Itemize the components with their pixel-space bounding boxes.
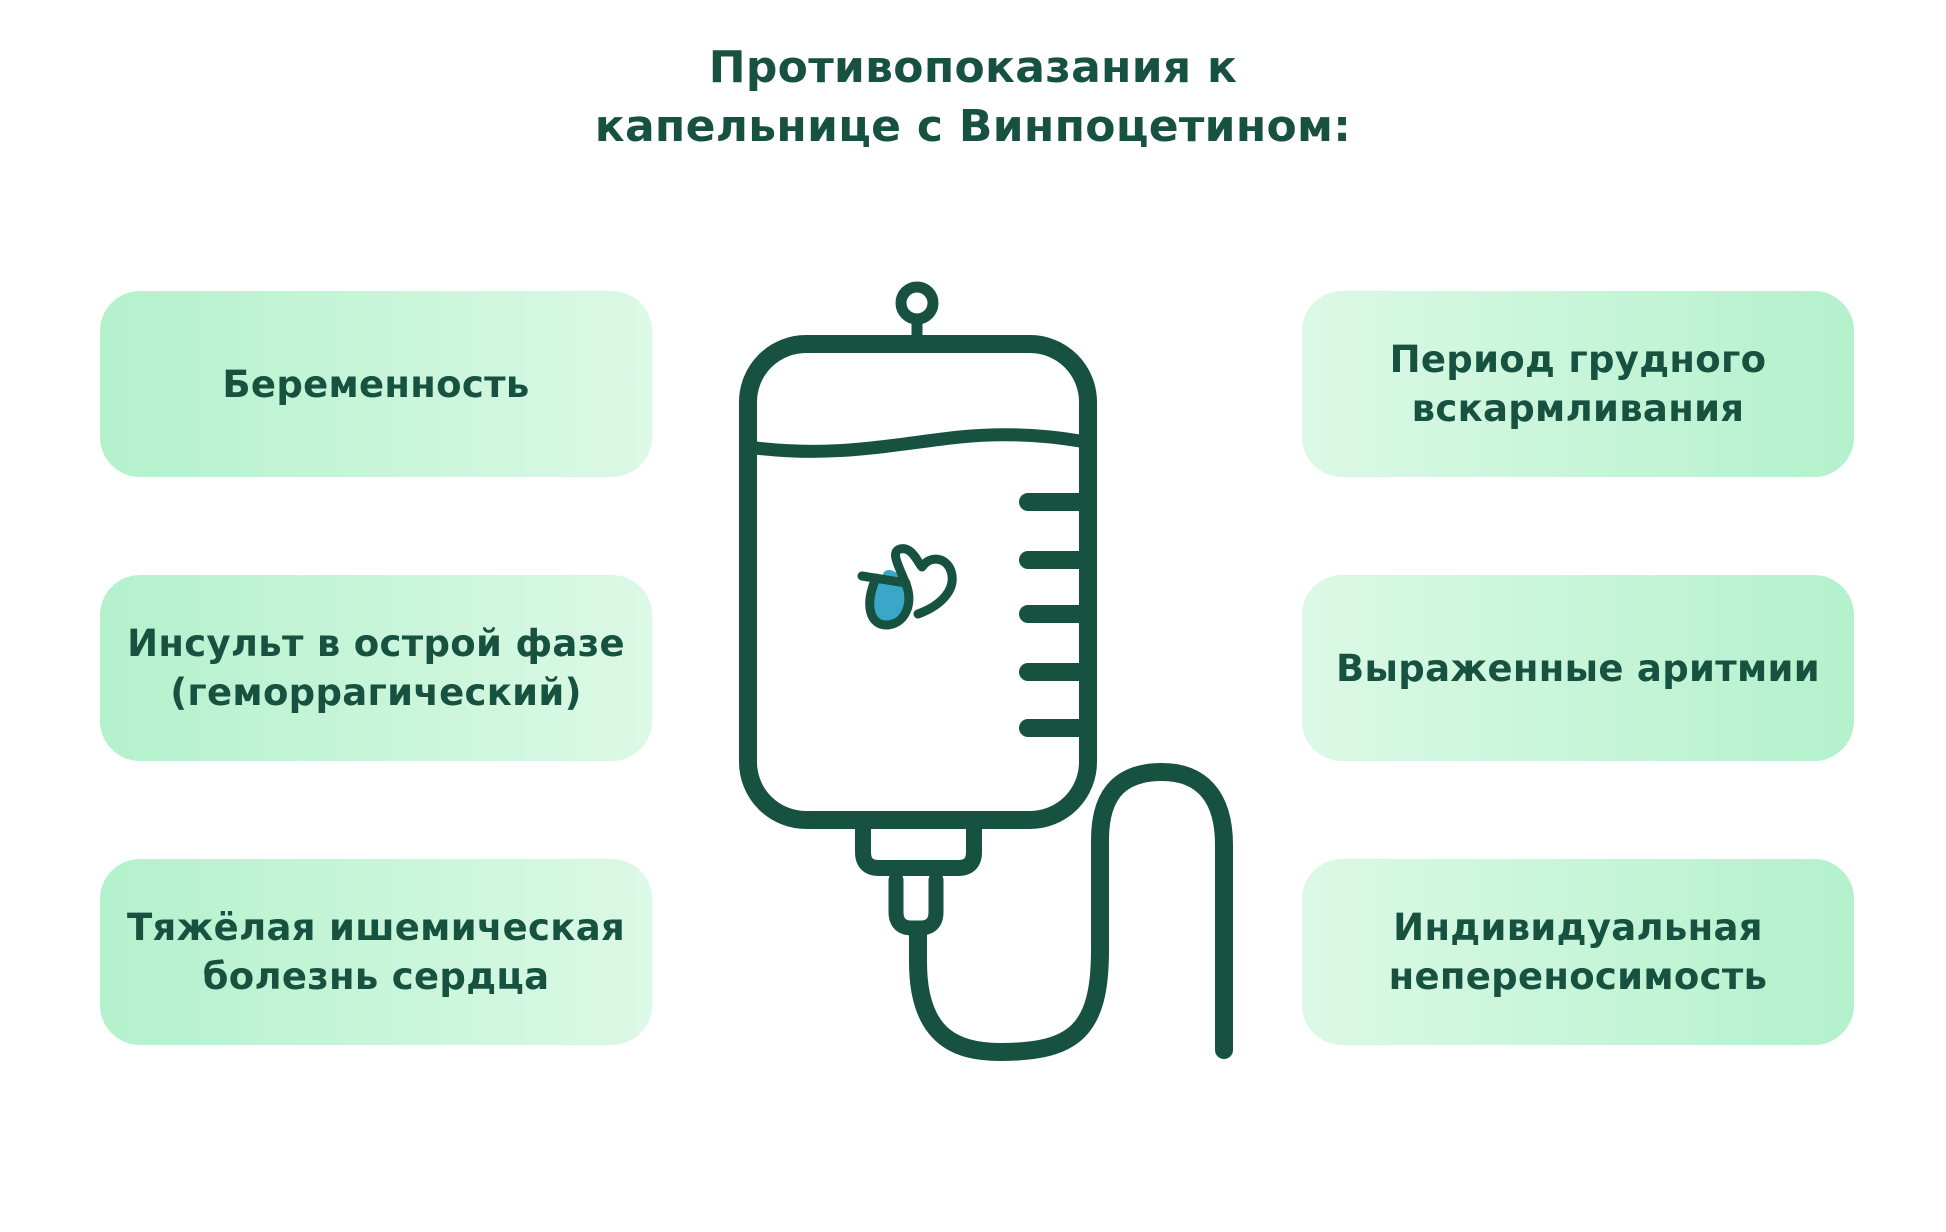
card-text: Индивидуальная непереносимость bbox=[1389, 903, 1768, 1001]
contraindication-card-intolerance: Индивидуальная непереносимость bbox=[1302, 859, 1854, 1045]
card-text-line: Индивидуальная bbox=[1393, 906, 1763, 949]
page-title-line-2: капельнице с Винпоцетином: bbox=[594, 101, 1352, 152]
card-text: Период грудного вскармливания bbox=[1390, 335, 1767, 433]
outlet-port bbox=[855, 814, 982, 876]
card-text: Выраженные аритмии bbox=[1336, 644, 1820, 693]
contraindication-card-breastfeeding: Период грудного вскармливания bbox=[1302, 291, 1854, 477]
page-title: Противопоказания к капельнице с Винпоцет… bbox=[0, 38, 1946, 156]
card-text-line: непереносимость bbox=[1388, 955, 1768, 998]
card-text-line: Инсульт в острой фазе bbox=[127, 622, 625, 665]
card-text-line: Тяжёлая ишемическая bbox=[126, 906, 626, 949]
card-text-line: Выраженные аритмии bbox=[1336, 646, 1820, 690]
card-text: Инсульт в острой фазе (геморрагический) bbox=[127, 619, 625, 717]
iv-tube bbox=[909, 763, 1233, 1061]
card-text-line: Беременность bbox=[222, 362, 530, 406]
contraindication-card-pregnancy: Беременность bbox=[100, 291, 652, 477]
card-text-line: болезнь сердца bbox=[202, 955, 550, 998]
contraindication-card-ischemic-disease: Тяжёлая ишемическая болезнь сердца bbox=[100, 859, 652, 1045]
card-text: Беременность bbox=[222, 360, 529, 409]
drip-chamber bbox=[888, 872, 944, 936]
page-title-line-1: Противопоказания к bbox=[708, 42, 1238, 93]
card-text-line: (геморрагический) bbox=[170, 671, 582, 714]
heart-drop-logo-icon bbox=[857, 544, 957, 630]
measurement-ticks bbox=[1019, 493, 1089, 737]
contraindication-card-arrhythmia: Выраженные аритмии bbox=[1302, 575, 1854, 761]
bag-body bbox=[739, 335, 1097, 829]
card-text-line: вскармливания bbox=[1411, 387, 1745, 430]
fluid-level bbox=[749, 428, 1087, 458]
contraindication-card-stroke: Инсульт в острой фазе (геморрагический) bbox=[100, 575, 652, 761]
card-text: Тяжёлая ишемическая болезнь сердца bbox=[127, 903, 625, 1001]
card-text-line: Период грудного bbox=[1389, 338, 1767, 381]
